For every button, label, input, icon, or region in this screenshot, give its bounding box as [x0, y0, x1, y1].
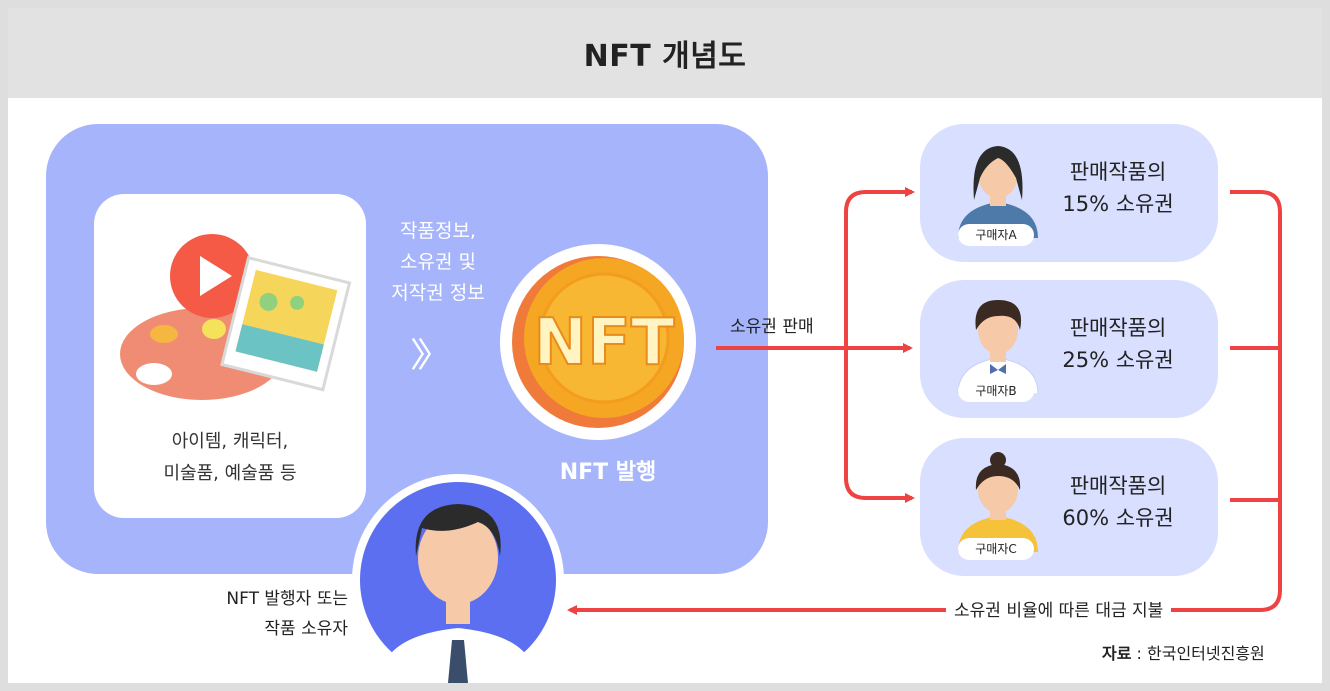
buyer-c-line-1: 판매작품의: [1069, 474, 1167, 498]
issuer-avatar: [352, 474, 564, 683]
buyer-c-tag: 구매자C: [958, 538, 1034, 560]
issuer-label: NFT 발행자 또는 작품 소유자: [178, 584, 348, 644]
buyer-a-line-2: 15% 소유권: [1062, 192, 1174, 216]
diagram-title: NFT 개념도: [583, 39, 747, 74]
diagram-frame: NFT 개념도 아이템, 캐릭터, 미술품, 예술품 등 작품정보, 소유권 및: [8, 8, 1322, 683]
buyer-card-b: 구매자B 판매작품의 25% 소유권: [920, 280, 1218, 418]
asset-card: 아이템, 캐릭터, 미술품, 예술품 등: [94, 194, 366, 518]
buyer-b-line-1: 판매작품의: [1069, 316, 1167, 340]
payment-label: 소유권 비율에 따른 대금 지불: [946, 596, 1172, 621]
artwork-illustration: [120, 234, 352, 400]
picture-icon: [220, 255, 352, 392]
buyer-b-tag: 구매자B: [958, 380, 1034, 402]
asset-line-2: 미술품, 예술품 등: [163, 463, 297, 484]
issue-caption: NFT 발행: [559, 460, 657, 485]
branch-line: [844, 190, 910, 500]
asset-line-1: 아이템, 캐릭터,: [171, 431, 289, 452]
buyer-a-line-1: 판매작품의: [1069, 160, 1167, 184]
payment-arrows: [567, 190, 1282, 615]
sale-arrows: [716, 187, 915, 503]
buyer-a-text: 판매작품의 15% 소유권: [1038, 156, 1198, 220]
info-line-1: 작품정보,: [400, 220, 476, 242]
sale-label: 소유권 판매: [730, 317, 814, 337]
coin-label: NFT: [534, 306, 675, 380]
source-label: 자료: [1102, 644, 1132, 663]
issuer-line-2: 작품 소유자: [264, 619, 348, 639]
buyer-b-line-2: 25% 소유권: [1062, 348, 1174, 372]
issuer-line-1: NFT 발행자 또는: [226, 589, 348, 609]
tie-icon: [448, 640, 468, 683]
buyer-b-text: 판매작품의 25% 소유권: [1038, 312, 1198, 376]
nft-coin-icon: NFT: [500, 244, 696, 440]
info-line-2: 소유권 및: [400, 251, 476, 273]
diagram-graphics: NFT: [352, 187, 1282, 683]
asset-card-text: 아이템, 캐릭터, 미술품, 예술품 등: [94, 426, 366, 490]
title-bar: NFT 개념도: [8, 8, 1322, 98]
buyer-b-avatar: [957, 300, 1039, 394]
buyer-c-text: 판매작품의 60% 소유권: [1038, 470, 1198, 534]
source-credit: 자료 : 한국인터넷진흥원: [1102, 640, 1265, 664]
payment-line: [567, 190, 1282, 615]
source-text: : 한국인터넷진흥원: [1131, 644, 1265, 663]
info-text: 작품정보, 소유권 및 저작권 정보: [368, 216, 508, 309]
buyer-c-avatar: [958, 452, 1038, 552]
buyer-card-c: 구매자C 판매작품의 60% 소유권: [920, 438, 1218, 576]
buyer-a-tag: 구매자A: [958, 224, 1034, 246]
buyer-a-avatar: [958, 146, 1038, 238]
info-line-3: 저작권 정보: [391, 282, 485, 304]
buyer-card-a: 구매자A 판매작품의 15% 소유권: [920, 124, 1218, 262]
buyer-c-line-2: 60% 소유권: [1062, 506, 1174, 530]
